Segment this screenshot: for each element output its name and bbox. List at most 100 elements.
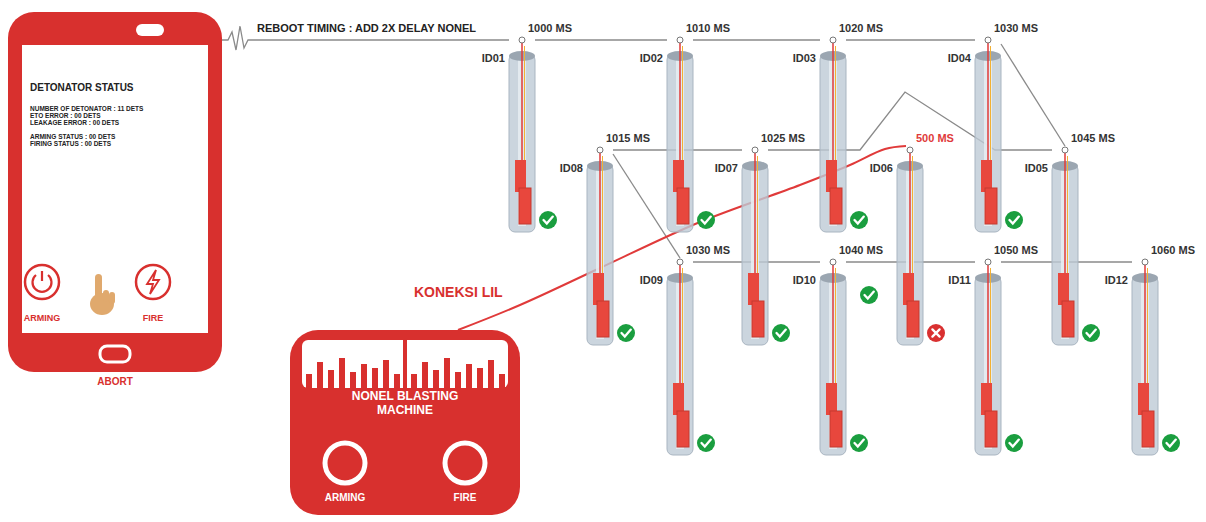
delay-point: [830, 37, 836, 43]
downline: [682, 268, 683, 385]
hole-art: [975, 36, 1001, 232]
hole-art: [820, 258, 846, 455]
hole-id: ID07: [715, 162, 738, 175]
button-label: ARMING: [12, 313, 72, 323]
delay-point: [677, 259, 683, 265]
status-line: NUMBER OF DETONATOR : 11 DETS: [30, 105, 143, 112]
ok-check: [697, 434, 715, 452]
delay-point: [907, 147, 913, 153]
charge: [677, 411, 689, 447]
delay-point: [1062, 147, 1068, 153]
hole-art: [975, 258, 1001, 455]
button-label: ARMING: [305, 492, 385, 504]
downline: [1147, 268, 1148, 385]
hole-art: [742, 146, 768, 345]
primer: [673, 383, 684, 415]
machine-button: [325, 443, 365, 483]
fire-icon: [136, 265, 170, 299]
hole-art: [897, 146, 923, 345]
primer: [593, 273, 604, 305]
delay-time: 1050 MS: [994, 244, 1038, 257]
hole-id: ID02: [640, 52, 663, 65]
phone-app: DETONATOR STATUSNUMBER OF DETONATOR : 11…: [8, 12, 222, 372]
downline: [754, 150, 756, 275]
delay-point: [597, 147, 603, 153]
delay-wire: [1001, 44, 1065, 146]
delay-time: 500 MS: [916, 132, 954, 145]
hole-art: [820, 36, 846, 232]
primer: [981, 160, 992, 192]
delay-wire: [768, 92, 1052, 150]
charge: [597, 301, 609, 337]
ok-check: [850, 211, 868, 229]
ok-check: [772, 324, 790, 342]
blast-hole: 1060 MSID12: [1132, 258, 1158, 455]
downline: [679, 40, 681, 162]
blast-hole: 1050 MSID11: [975, 258, 1001, 455]
downline: [602, 156, 603, 275]
delay-point: [677, 37, 683, 43]
delay-wire: [846, 39, 975, 40]
hole-id: ID11: [948, 274, 971, 287]
downline: [679, 262, 681, 385]
downline: [524, 46, 525, 162]
delay-time: 1025 MS: [761, 132, 805, 145]
connector-label: REBOOT TIMING : ADD 2X DELAY NONEL: [255, 22, 478, 35]
ok-check: [1005, 434, 1023, 452]
hole-id: ID03: [793, 52, 816, 65]
downline: [987, 40, 989, 162]
phone-body: [8, 12, 222, 372]
ok-check: [539, 211, 557, 229]
machine-button: [445, 443, 485, 483]
blast-hole: 1010 MSID02: [667, 36, 693, 232]
blast-hole: 1000 MSID01: [509, 36, 535, 232]
primer: [1138, 383, 1149, 415]
primer: [981, 383, 992, 415]
primer: [673, 160, 684, 192]
downline: [835, 46, 836, 162]
downline: [521, 40, 523, 162]
charge: [830, 411, 842, 447]
delay-point: [1142, 259, 1148, 265]
screen: [22, 45, 208, 333]
primer: [826, 383, 837, 415]
delay-point: [830, 259, 836, 265]
home-button: [100, 346, 130, 362]
hole-id: ID08: [560, 162, 583, 175]
downline: [1144, 262, 1146, 385]
hole-art: [1052, 146, 1078, 345]
status-line: ARMING STATUS : 00 DETS: [30, 133, 115, 140]
delay-time: 1040 MS: [839, 244, 883, 257]
hole-id: ID12: [1105, 274, 1128, 287]
delay-time: 1030 MS: [686, 244, 730, 257]
downline: [909, 150, 911, 275]
downline: [835, 268, 836, 385]
downline: [1067, 156, 1068, 275]
downline: [832, 262, 834, 385]
downline: [987, 262, 989, 385]
fail-mark: [927, 324, 945, 342]
delay-time: 1045 MS: [1071, 132, 1115, 145]
primer: [903, 273, 914, 305]
delay-wire: [535, 39, 667, 40]
button-label: FIRE: [123, 313, 183, 323]
ok-check: [860, 286, 878, 304]
charge: [677, 188, 689, 224]
charge: [907, 301, 919, 337]
delay-point: [985, 259, 991, 265]
charge: [985, 188, 997, 224]
downline: [757, 156, 758, 275]
machine-title: NONEL BLASTING MACHINE: [325, 390, 485, 418]
downline: [990, 46, 991, 162]
delay-time: 1020 MS: [839, 22, 883, 35]
blast-hole: 1020 MSID03: [820, 36, 846, 232]
primer: [515, 160, 526, 192]
hole-id: ID09: [640, 274, 663, 287]
machine-body: [290, 330, 520, 515]
delay-time: 1015 MS: [606, 132, 650, 145]
hole-id: ID01: [482, 52, 505, 65]
ok-check: [1162, 434, 1180, 452]
ok-check: [1005, 211, 1023, 229]
